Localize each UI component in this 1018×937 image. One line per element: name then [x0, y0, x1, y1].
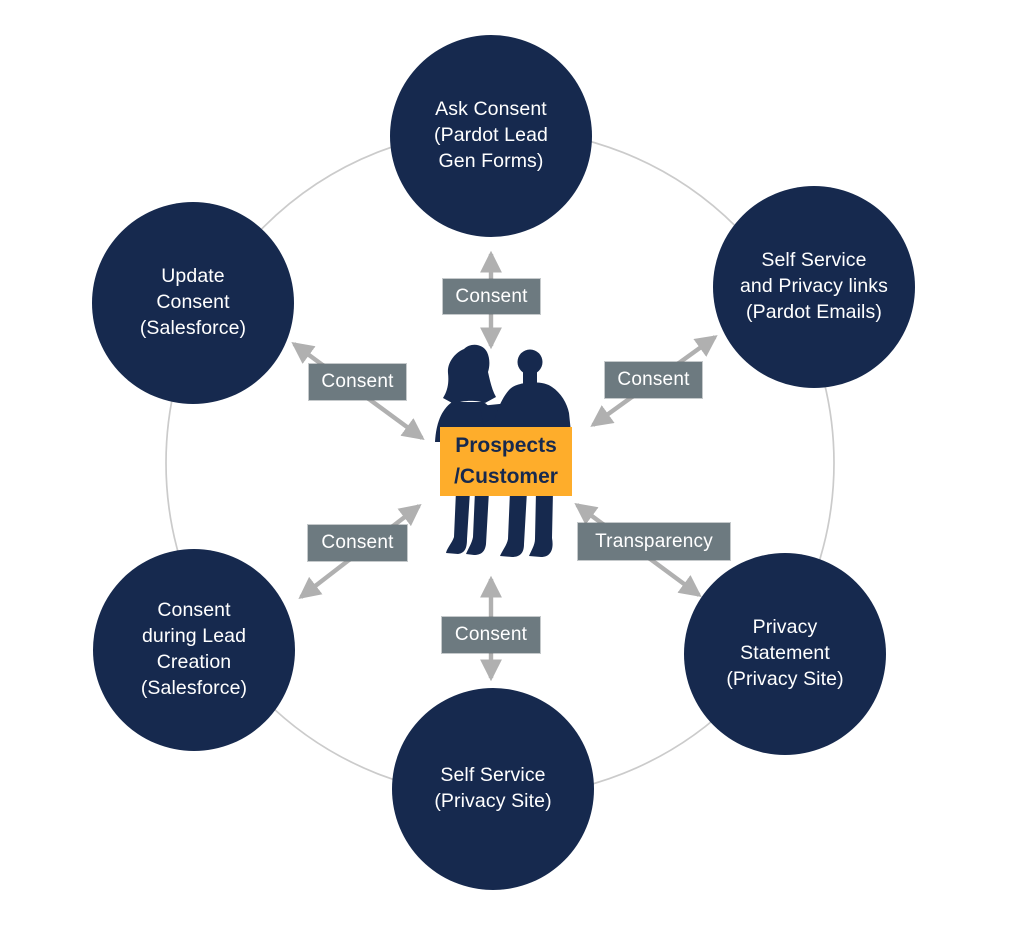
node-privacy-statement: Privacy Statement (Privacy Site): [684, 553, 886, 755]
node-update-consent: Update Consent (Salesforce): [92, 202, 294, 404]
man-figure: [517, 349, 543, 375]
node-self-service: Self Service (Privacy Site): [392, 688, 594, 890]
edge-label-consent-bottom: Consent: [442, 617, 540, 653]
center-sign-prospects-customer: Prospects /Customer: [440, 427, 572, 496]
node-ask-consent: Ask Consent (Pardot Lead Gen Forms): [390, 35, 592, 237]
edge-label-consent-top: Consent: [443, 279, 540, 314]
edge-label-consent-left: Consent: [309, 364, 406, 400]
edge-label-consent-right: Consent: [605, 362, 702, 398]
edge-label-consent-bottom-left: Consent: [308, 525, 407, 561]
node-self-service-privacy-links: Self Service and Privacy links (Pardot E…: [713, 186, 915, 388]
node-consent-during-lead-creation: Consent during Lead Creation (Salesforce…: [93, 549, 295, 751]
woman-figure: [443, 344, 496, 404]
edge-label-transparency: Transparency: [578, 523, 730, 560]
